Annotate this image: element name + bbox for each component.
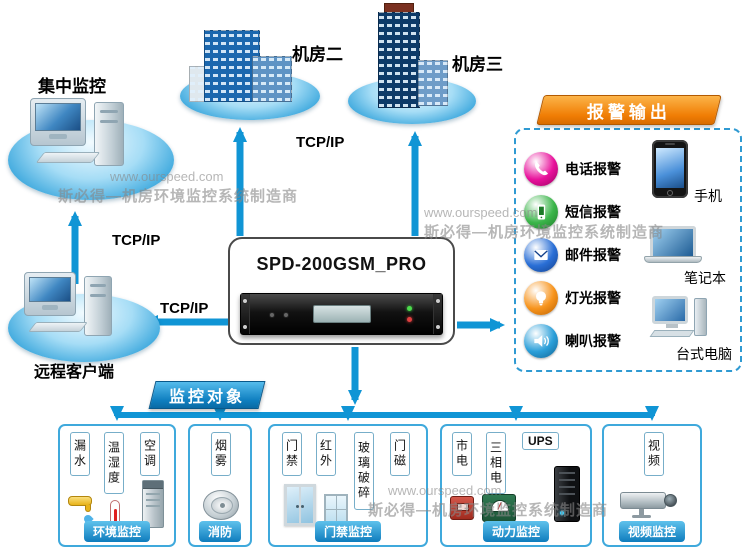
power-meter-icon	[482, 494, 516, 522]
tcpip-label-left: TCP/IP	[112, 232, 161, 249]
telephone-alarm-icon	[524, 152, 558, 186]
glass-door-icon	[284, 484, 316, 526]
mail-alarm-icon	[524, 238, 558, 272]
central-tower-icon	[94, 102, 124, 166]
rack-unit-icon	[240, 293, 443, 335]
rack-button	[269, 312, 275, 318]
alarm-item-speaker: 喇叭报警	[524, 324, 621, 358]
remote-tower-icon	[84, 276, 112, 336]
group-access-control: 门禁 红外 玻璃破碎 门磁 门禁监控	[268, 424, 428, 547]
item-chip-air-conditioner: 空调	[140, 432, 160, 476]
item-chip-ups: UPS	[522, 432, 559, 450]
alarm-item-label: 短信报警	[565, 204, 621, 220]
water-leak-icon	[68, 496, 94, 525]
three-phase-unit-icon	[450, 496, 474, 520]
item-chip-three-phase: 三相电	[486, 432, 506, 494]
alarm-item-label: 邮件报警	[565, 247, 621, 263]
item-chip-smoke: 烟雾	[211, 432, 231, 476]
mobile-phone-label: 手机	[694, 188, 722, 204]
group-fire: 烟雾 消防	[188, 424, 252, 547]
room3-roof-icon	[384, 3, 414, 13]
remote-client-label: 远程客户端	[34, 364, 115, 381]
room3-tower-building-icon	[378, 12, 420, 108]
alarm-item-label: 灯光报警	[565, 290, 621, 306]
alarm-item-light: 灯光报警	[524, 281, 621, 315]
light-alarm-icon	[524, 281, 558, 315]
group-label-environment: 环境监控	[83, 521, 151, 542]
alarm-output-banner: 报警输出	[536, 95, 722, 125]
rack-ear-right	[433, 294, 442, 334]
alarm-output-title: 报警输出	[587, 102, 671, 122]
group-label-video: 视频监控	[618, 521, 686, 542]
group-label-access-control: 门禁监控	[314, 521, 382, 542]
monitoring-objects-banner: 监控对象	[148, 381, 266, 409]
monitor-screen	[29, 277, 71, 303]
alarm-item-label: 喇叭报警	[565, 333, 621, 349]
alarm-item-sms: 短信报警	[524, 195, 621, 229]
alarm-item-mail: 邮件报警	[524, 238, 621, 272]
laptop-icon	[644, 226, 702, 263]
alarm-item-telephone: 电话报警	[524, 152, 621, 186]
alarm-item-label: 电话报警	[565, 161, 621, 177]
alarm-output-panel	[514, 128, 742, 372]
item-chip-mains-power: 市电	[452, 432, 472, 476]
desktop-computer-label: 台式电脑	[676, 346, 732, 362]
remote-keyboard-icon	[28, 322, 88, 332]
sms-alarm-icon	[524, 195, 558, 229]
monitor-screen	[35, 103, 81, 132]
device-title: SPD-200GSM_PRO	[256, 254, 427, 274]
air-conditioner-icon	[142, 480, 164, 528]
monitoring-objects-title: 监控对象	[168, 389, 245, 406]
item-chip-glass-break: 玻璃破碎	[354, 432, 374, 510]
room3-label: 机房三	[452, 55, 503, 74]
room2-building-side-icon	[252, 56, 292, 102]
central-monitor-icon	[30, 98, 86, 146]
rack-lcd-screen	[312, 305, 371, 323]
group-environment: 漏水 温湿度 空调 环境监控	[58, 424, 176, 547]
glass-window-icon	[324, 494, 348, 524]
rack-button	[283, 312, 289, 318]
item-chip-water-leak: 漏水	[70, 432, 90, 476]
room3-side-building-icon	[418, 60, 448, 106]
cctv-camera-icon	[620, 488, 690, 522]
group-label-power: 动力监控	[482, 521, 550, 542]
central-keyboard-icon	[35, 152, 101, 163]
smoke-detector-icon	[203, 490, 239, 520]
tcpip-label-device: TCP/IP	[160, 300, 209, 317]
mobile-phone-icon	[652, 140, 688, 198]
laptop-label: 笔记本	[684, 270, 726, 286]
group-power: 市电 三相电 UPS 动力监控	[440, 424, 592, 547]
monitor-stand	[48, 134, 68, 140]
central-monitoring-label: 集中监控	[38, 77, 106, 96]
monitor-stand	[41, 305, 59, 311]
item-chip-door-magnet: 门磁	[390, 432, 410, 476]
item-chip-infrared: 红外	[316, 432, 336, 476]
group-label-fire: 消防	[198, 521, 242, 542]
ups-tower-icon	[554, 466, 580, 522]
device-box: SPD-200GSM_PRO	[228, 237, 455, 345]
tcpip-label-top: TCP/IP	[296, 134, 345, 151]
rack-led-green	[407, 306, 412, 311]
item-chip-access: 门禁	[282, 432, 302, 476]
room2-label: 机房二	[292, 45, 343, 64]
rack-ear-left	[241, 294, 250, 334]
room2-building-small-icon	[189, 66, 205, 102]
speaker-alarm-icon	[524, 324, 558, 358]
rack-led-red	[407, 317, 412, 322]
item-chip-temp-humidity: 温湿度	[104, 432, 124, 494]
item-chip-video: 视频	[644, 432, 664, 476]
group-video: 视频 视频监控	[602, 424, 702, 547]
remote-monitor-icon	[24, 272, 76, 316]
desktop-computer-icon	[649, 296, 707, 337]
